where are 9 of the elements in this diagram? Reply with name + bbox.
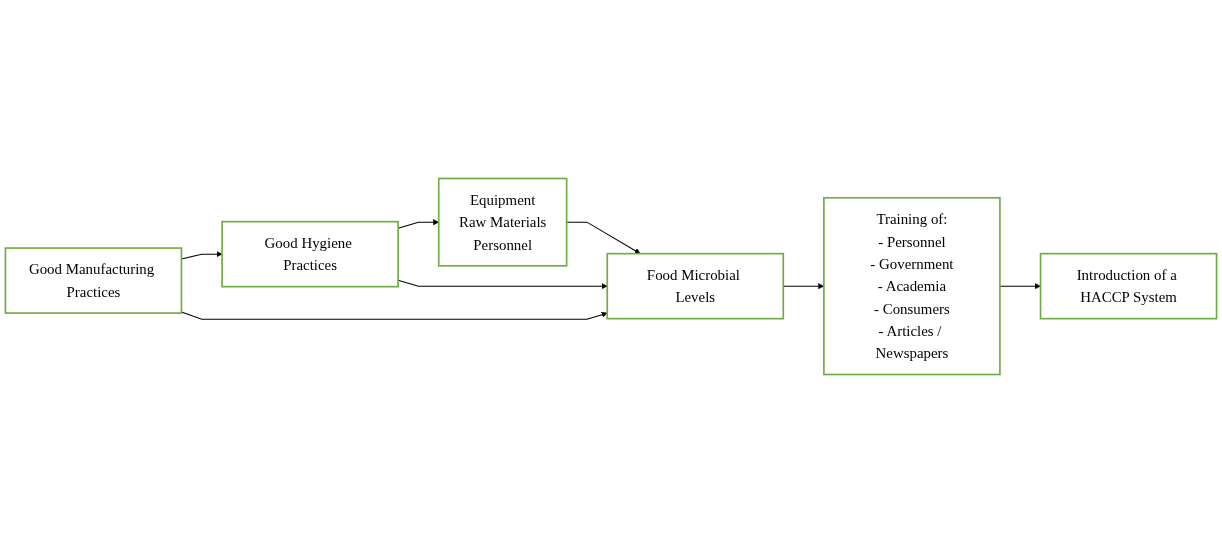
arrow [180,311,608,320]
node-box: Food Microbial Levels [606,252,785,320]
node-box: Good Manufacturing Practices [4,247,183,314]
arrow [566,221,641,254]
node-box: Good Hygiene Practices [221,220,399,288]
arrow [999,283,1041,290]
node-box: Equipment Raw Materials Personnel [437,177,568,267]
node-box: Introduction of a HACCP System [1039,252,1218,320]
node-box: Training of: - Personnel - Government - Academia - Consumers - Articles / Newspapers [823,196,1001,376]
